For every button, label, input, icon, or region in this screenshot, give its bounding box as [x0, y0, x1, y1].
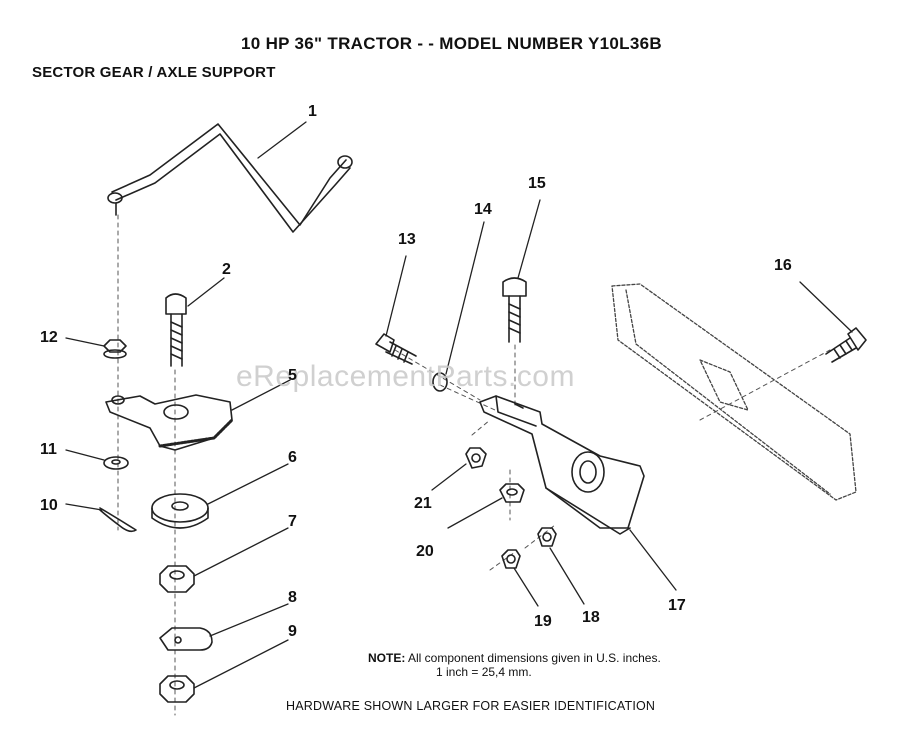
- watermark-text: eReplacementParts.com: [236, 360, 575, 393]
- callout-11: 11: [40, 441, 57, 458]
- washer-part-11: [103, 456, 129, 470]
- cotter-pin-part-10: [99, 507, 137, 533]
- nut-part-20: [499, 483, 525, 503]
- callout-19: 19: [534, 613, 552, 630]
- callout-8: 8: [288, 589, 297, 606]
- note-line-1: All component dimensions given in U.S. i…: [408, 651, 661, 665]
- nut-part-19: [501, 549, 521, 569]
- note-line-2: 1 inch = 25,4 mm.: [436, 665, 532, 679]
- frame-reference: [611, 283, 857, 501]
- diagram-title: 10 HP 36" TRACTOR - - MODEL NUMBER Y10L3…: [241, 34, 662, 53]
- callout-20: 20: [416, 543, 434, 560]
- nut-part-18: [537, 527, 557, 547]
- leader-lines: [65, 121, 853, 689]
- sector-gear-part-5: [105, 394, 234, 451]
- callout-18: 18: [582, 609, 600, 626]
- callout-7: 7: [288, 513, 297, 530]
- nut-part-12: [103, 339, 127, 359]
- dimension-note: NOTE: All component dimensions given in …: [368, 651, 661, 665]
- callout-2: 2: [222, 261, 231, 278]
- callout-1: 1: [308, 103, 317, 120]
- bolt-part-16: [825, 327, 867, 363]
- diagram-subtitle: SECTOR GEAR / AXLE SUPPORT: [32, 64, 276, 81]
- hardware-note: HARDWARE SHOWN LARGER FOR EASIER IDENTIF…: [286, 699, 656, 713]
- spacer-part-6: [151, 493, 209, 529]
- drag-link-part-1: [107, 123, 353, 233]
- nut-part-9: [159, 675, 195, 703]
- callout-17: 17: [668, 597, 686, 614]
- bolt-part-13: [375, 333, 417, 365]
- callout-15: 15: [528, 175, 546, 192]
- axle-support-part-17: [479, 395, 645, 535]
- clip-part-8: [159, 627, 213, 651]
- bolt-part-15: [502, 277, 527, 343]
- note-label: NOTE:: [368, 651, 406, 665]
- bolt-part-2: [165, 293, 187, 367]
- spacer-part-14: [432, 372, 448, 392]
- callout-12: 12: [40, 329, 58, 346]
- callout-16: 16: [774, 257, 792, 274]
- callout-5: 5: [288, 367, 297, 384]
- callout-6: 6: [288, 449, 297, 466]
- callout-14: 14: [474, 201, 492, 218]
- assembly-axes: [117, 214, 831, 716]
- callout-13: 13: [398, 231, 416, 248]
- callout-9: 9: [288, 623, 297, 640]
- nut-part-7: [159, 565, 195, 593]
- nut-part-21: [465, 447, 487, 469]
- callout-10: 10: [40, 497, 58, 514]
- callout-21: 21: [414, 495, 432, 512]
